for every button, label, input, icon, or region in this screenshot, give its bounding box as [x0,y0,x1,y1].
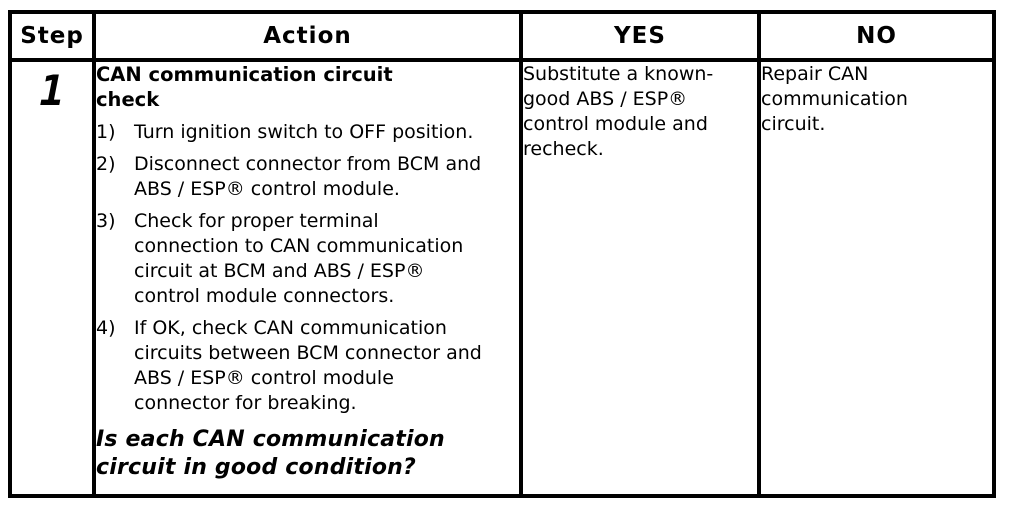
col-header-action: Action [92,10,523,62]
action-step-item: 4) If OK, check CAN communication circui… [96,316,519,416]
list-item-text: If OK, check CAN communication circuits … [134,317,482,414]
step-number: 1 [39,66,65,115]
action-step-item: 2) Disconnect connector from BCM and ABS… [96,152,519,202]
list-item-text: Disconnect connector from BCM and ABS / … [134,153,482,200]
action-steps-list: 1) Turn ignition switch to OFF position.… [96,120,519,416]
table-header-row: Step Action YES NO [8,10,996,62]
list-item-marker: 3) [96,210,116,232]
list-item-marker: 4) [96,317,116,339]
action-title: CAN communication circuit check [96,63,393,111]
col-header-no: NO [757,10,996,62]
col-header-step: Step [8,10,96,62]
step-cell: 1 [8,58,96,498]
action-step-item: 3) Check for proper terminal connection … [96,209,519,309]
list-item-marker: 2) [96,153,116,175]
table-row: 1 CAN communication circuit check 1) Tur… [8,58,996,498]
action-step-item: 1) Turn ignition switch to OFF position. [96,120,519,145]
list-item-text: Check for proper terminal connection to … [134,210,464,307]
action-question: Is each CAN communication circuit in goo… [96,427,445,480]
list-item-marker: 1) [96,121,116,143]
yes-result-cell: Substitute a known- good ABS / ESP® cont… [519,58,761,498]
list-item-text: Turn ignition switch to OFF position. [134,121,474,143]
action-cell: CAN communication circuit check 1) Turn … [92,58,523,498]
troubleshooting-table: Step Action YES NO 1 CAN communication c… [8,10,996,498]
col-header-yes: YES [519,10,761,62]
no-result-cell: Repair CAN communication circuit. [757,58,996,498]
